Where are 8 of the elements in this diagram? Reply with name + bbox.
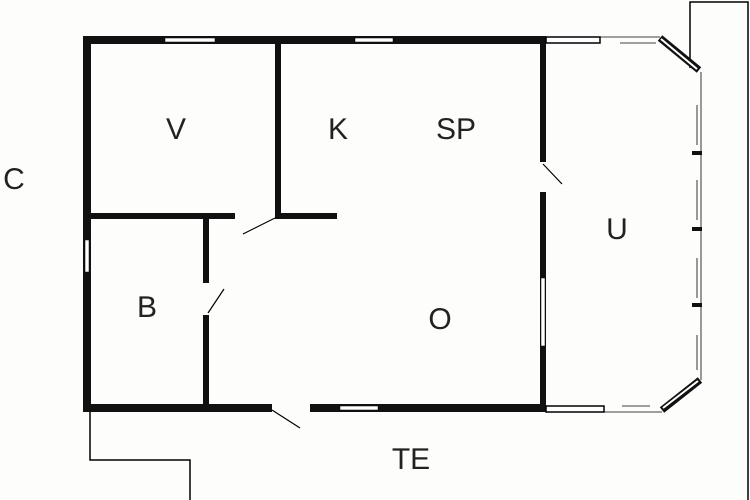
room-label: U bbox=[606, 215, 628, 245]
room-label: B bbox=[137, 293, 157, 323]
room-label: V bbox=[166, 115, 186, 145]
room-label: TE bbox=[392, 445, 430, 475]
room-label: C bbox=[3, 165, 25, 195]
room-label: SP bbox=[436, 115, 476, 145]
room-label: K bbox=[328, 115, 348, 145]
room-label: O bbox=[428, 305, 452, 335]
